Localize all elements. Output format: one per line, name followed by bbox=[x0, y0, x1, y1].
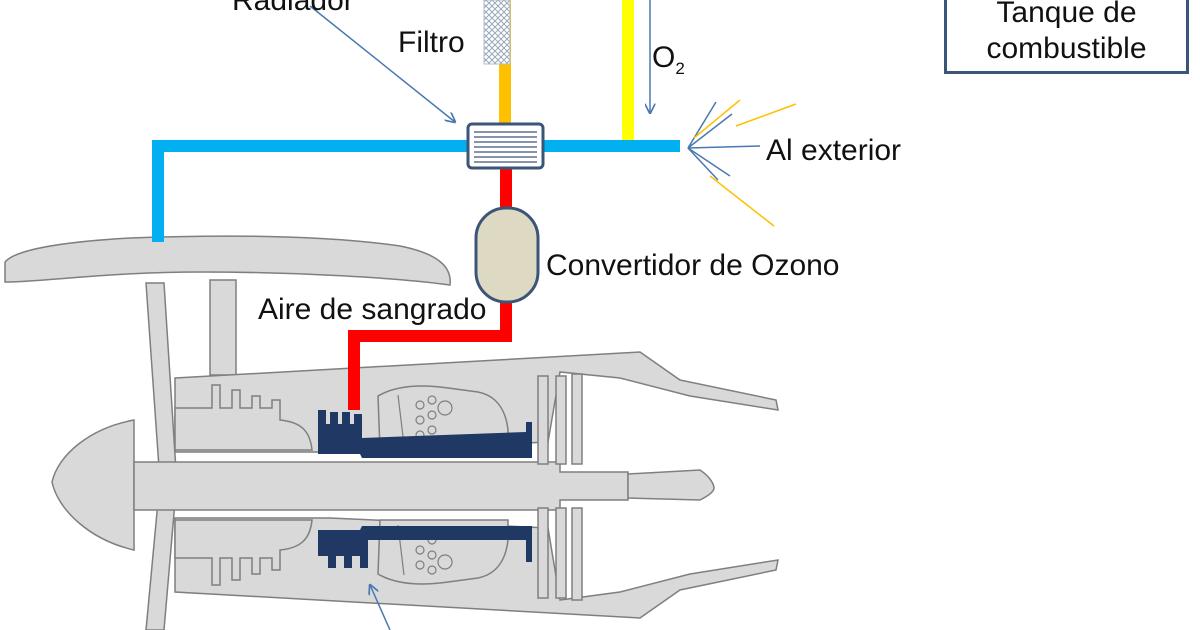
callout-arrows bbox=[309, 0, 650, 630]
turbine-disc-5 bbox=[555, 507, 567, 599]
filter bbox=[483, 0, 511, 65]
fuel-tank-box: Tanque de combustible bbox=[944, 0, 1189, 74]
piping bbox=[152, 0, 680, 410]
engine-shaft bbox=[133, 461, 629, 511]
turbine-disc-6 bbox=[571, 507, 583, 601]
oxygen-subscript: 2 bbox=[675, 59, 685, 78]
radiator-label: Radiador bbox=[232, 0, 354, 17]
exhaust-rays bbox=[687, 99, 797, 227]
hp-compressor-arrow bbox=[370, 585, 391, 630]
fan-strut bbox=[209, 279, 237, 376]
turbine-disc-2 bbox=[555, 375, 567, 465]
turbine-disc-3 bbox=[571, 373, 583, 465]
jet-engine bbox=[4, 235, 779, 630]
heat-exchanger bbox=[466, 122, 545, 170]
bleed-air-label: Aire de sangrado bbox=[258, 293, 487, 326]
turbine-disc-1 bbox=[537, 375, 549, 465]
nose-cone bbox=[51, 419, 135, 551]
exterior-label: Al exterior bbox=[766, 134, 902, 167]
oxygen-symbol: O bbox=[652, 41, 676, 74]
oxygen-label: O2 bbox=[652, 41, 685, 78]
turbine-disc-4 bbox=[537, 507, 549, 599]
low-pressure-compressor-lower bbox=[174, 519, 313, 586]
ozone-converter bbox=[474, 206, 540, 304]
low-pressure-compressor-upper bbox=[174, 384, 313, 451]
bleed-air-lower bbox=[348, 300, 512, 410]
filter-label: Filtro bbox=[398, 26, 465, 59]
exhaust-cone bbox=[627, 469, 715, 501]
fuel-tank-label-line2: combustible bbox=[986, 32, 1147, 65]
fan-blade-upper bbox=[145, 282, 177, 484]
cold-air-duct-left bbox=[152, 140, 468, 242]
radiator-arrow bbox=[309, 5, 455, 122]
ozone-converter-label: Convertidor de Ozono bbox=[546, 249, 840, 282]
high-pressure-compressor bbox=[318, 410, 532, 568]
fuel-tank-label-line1: Tanque de bbox=[996, 0, 1137, 29]
nacelle-inlet bbox=[4, 235, 451, 286]
